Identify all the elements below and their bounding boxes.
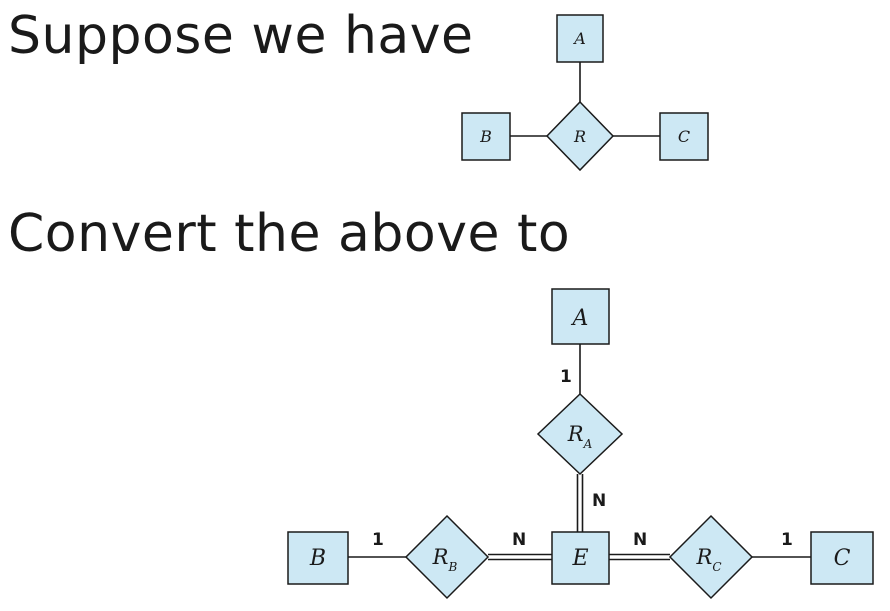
entity-c bbox=[659, 112, 709, 161]
entity-a-label: A bbox=[572, 29, 586, 48]
relationship-r bbox=[545, 100, 615, 172]
entity-a2-label: A bbox=[571, 306, 589, 331]
relationship-ra-label-base: R bbox=[567, 422, 584, 446]
relationship-rb-label: RB bbox=[432, 545, 458, 574]
entity-b2-label: B bbox=[309, 546, 326, 571]
relationship-rb bbox=[404, 514, 490, 600]
relationship-rb-label-sub: B bbox=[447, 560, 457, 574]
diagram-ternary: A B C R bbox=[461, 14, 709, 172]
relationship-rc-label: RC bbox=[696, 545, 722, 574]
cardinality-rb-e: N bbox=[512, 530, 526, 550]
entity-e-label: E bbox=[571, 546, 588, 571]
relationship-rc-label-sub: C bbox=[712, 560, 721, 574]
relationship-rb-label-base: R bbox=[432, 545, 449, 569]
entity-c-label: C bbox=[678, 127, 690, 146]
heading-suppose: Suppose we have bbox=[8, 6, 474, 66]
diagram-binary: A B C E RA RB RC 1 N 1 N N 1 bbox=[287, 288, 874, 600]
relationship-ra bbox=[536, 392, 624, 476]
entity-c2-label: C bbox=[834, 546, 851, 571]
entity-e bbox=[551, 531, 610, 585]
entity-c2 bbox=[810, 531, 874, 585]
heading-convert: Convert the above to bbox=[8, 204, 571, 264]
entity-b bbox=[461, 112, 511, 161]
cardinality-a-ra: 1 bbox=[560, 367, 572, 387]
relationship-r-label: R bbox=[573, 127, 586, 146]
entity-b-label: B bbox=[479, 127, 492, 146]
entity-b2 bbox=[287, 531, 349, 585]
relationship-ra-label-sub: A bbox=[583, 437, 593, 451]
entity-a2 bbox=[551, 288, 610, 345]
entity-a bbox=[556, 14, 604, 63]
relationship-ra-label: RA bbox=[567, 422, 593, 451]
cardinality-e-rc: N bbox=[633, 530, 647, 550]
cardinality-b-rb: 1 bbox=[372, 530, 384, 550]
cardinality-rc-c: 1 bbox=[781, 530, 793, 550]
relationship-rc-label-base: R bbox=[696, 545, 713, 569]
relationship-rc bbox=[668, 514, 754, 600]
cardinality-ra-e: N bbox=[592, 491, 606, 511]
